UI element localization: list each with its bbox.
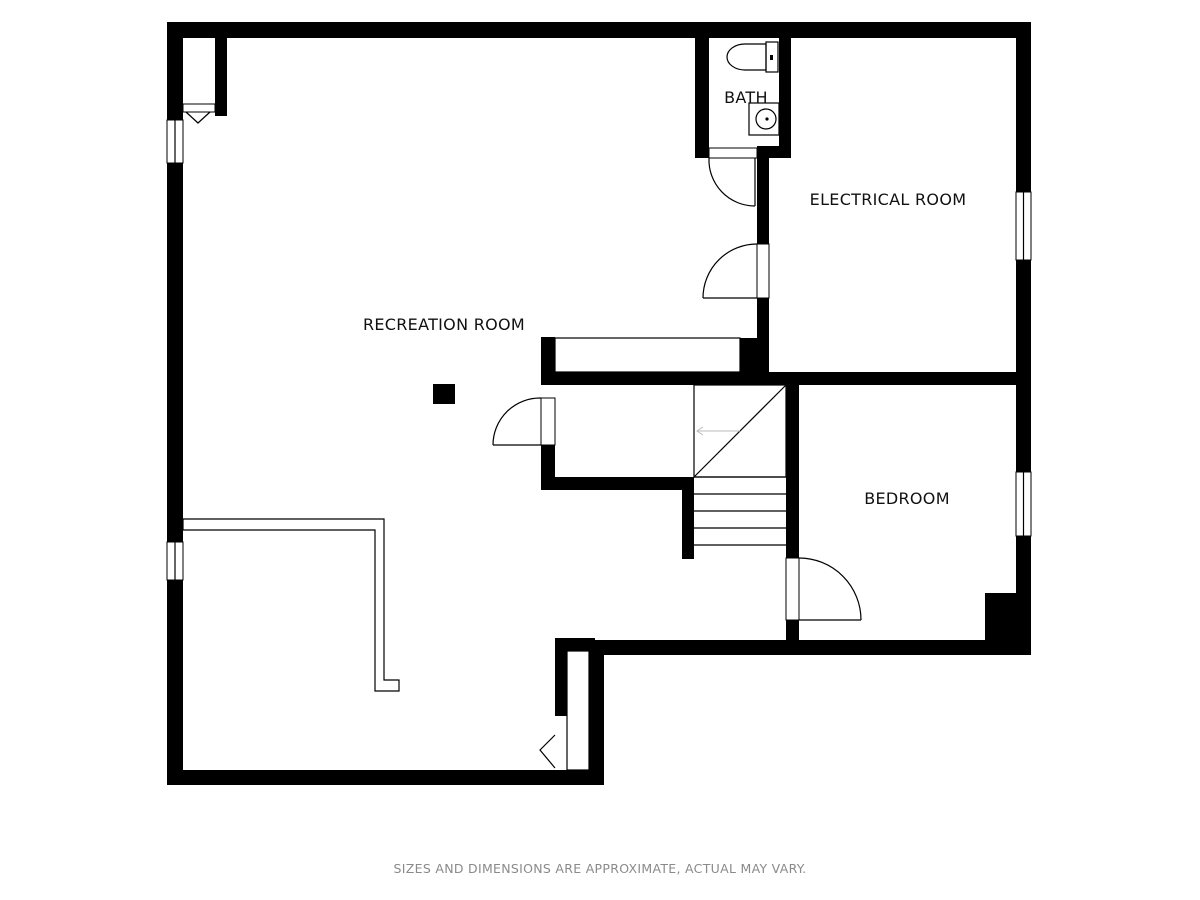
wall-top bbox=[167, 22, 1031, 38]
bath-door-frame bbox=[708, 147, 758, 159]
stairs bbox=[693, 384, 787, 546]
interior-walls bbox=[433, 36, 1018, 650]
wall-left bbox=[167, 22, 183, 785]
bedroom-wall-west-upper bbox=[786, 378, 799, 558]
wall-top-left-stub bbox=[215, 36, 227, 116]
door-entry-swing bbox=[185, 111, 211, 124]
wall-bottom-left bbox=[167, 770, 604, 785]
windows bbox=[166, 119, 1032, 581]
bath-door-arc bbox=[708, 157, 756, 207]
wall-step-vertical bbox=[589, 640, 604, 785]
pillar bbox=[433, 384, 455, 404]
doors bbox=[182, 103, 862, 769]
disclaimer-note: SIZES AND DIMENSIONS ARE APPROXIMATE, AC… bbox=[394, 861, 807, 876]
wall-right bbox=[1016, 22, 1031, 655]
exterior-walls bbox=[167, 22, 1031, 785]
bath-fixtures bbox=[726, 41, 780, 136]
wall-niche-left bbox=[555, 638, 567, 716]
sink-icon bbox=[748, 102, 780, 136]
electrical-door-arc bbox=[702, 243, 758, 299]
door-entry-frame bbox=[182, 103, 216, 113]
bath-wall-bottom-left bbox=[695, 146, 709, 158]
room-label-bedroom: BEDROOM bbox=[864, 489, 950, 508]
toilet-tank-icon bbox=[765, 41, 779, 73]
closet-wall-bottom bbox=[541, 372, 1018, 385]
toilet-icon bbox=[726, 43, 767, 71]
niche-door-swing bbox=[539, 734, 556, 769]
stair-wall-left bbox=[682, 477, 694, 559]
closet-wall-left-top bbox=[541, 337, 555, 385]
wall-bottom-right bbox=[589, 640, 1031, 655]
bath-wall-right bbox=[779, 36, 791, 158]
room-label-electrical: ELECTRICAL ROOM bbox=[810, 190, 967, 209]
niche-frame bbox=[566, 650, 590, 771]
bedroom-corner-block bbox=[985, 593, 1031, 653]
bedroom-wall-west-lower bbox=[786, 620, 799, 650]
electrical-wall-west-upper bbox=[757, 146, 769, 244]
stair-treads bbox=[694, 476, 786, 546]
room-label-bath: BATH bbox=[724, 88, 768, 107]
bar-counter bbox=[182, 518, 400, 692]
closet-shelf bbox=[554, 337, 741, 373]
storage-door-arc bbox=[492, 397, 542, 446]
bath-wall-left bbox=[695, 36, 709, 158]
electrical-door-frame bbox=[756, 243, 770, 299]
storage-door-frame bbox=[540, 397, 556, 446]
storage-wall-bottom bbox=[541, 477, 694, 490]
sink-basin-icon bbox=[755, 108, 777, 130]
built-ins bbox=[182, 337, 741, 771]
room-label-recreation: RECREATION ROOM bbox=[363, 315, 525, 334]
bedroom-door-frame bbox=[785, 557, 800, 621]
bedroom-door-arc bbox=[798, 557, 862, 621]
